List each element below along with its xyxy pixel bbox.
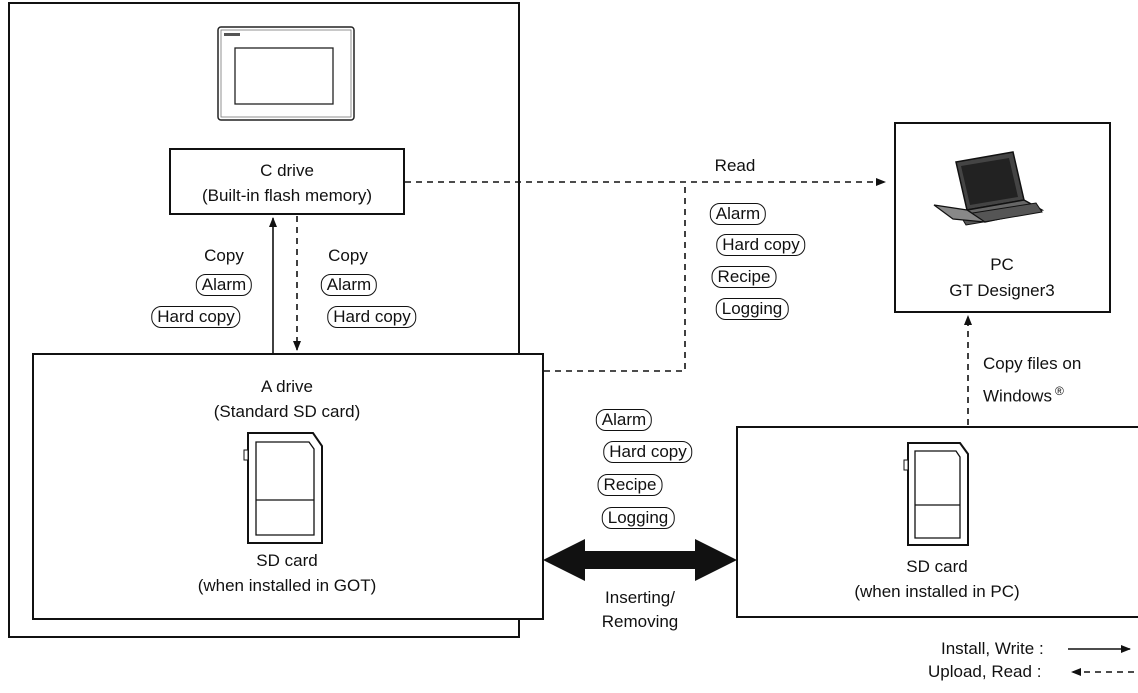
legend-dashed-label: Upload, Read : — [928, 662, 1042, 681]
exchange-tag-alarm: Alarm — [595, 409, 653, 431]
pc-subtitle: GT Designer3 — [949, 281, 1055, 300]
read-tag-alarm: Alarm — [709, 203, 767, 225]
c-drive-title: C drive — [260, 161, 314, 180]
registered-mark: ® — [1054, 384, 1064, 398]
copy-down-tag-hard-copy: Hard copy — [327, 306, 417, 328]
legend-dashed-text: Upload, Read — [928, 662, 1032, 681]
pc-copy-label-line2: Windows® — [983, 381, 1064, 407]
exchange-tag-logging: Logging — [601, 507, 675, 529]
got-device-icon — [217, 26, 355, 121]
pc-copy-label-line1: Copy files on — [983, 354, 1082, 373]
pc-copy-windows: Windows — [983, 386, 1052, 406]
pc-title: PC — [990, 255, 1014, 274]
insert-remove-arrow — [543, 539, 737, 581]
pc-sd-label: SD card — [906, 557, 968, 576]
got-frame — [8, 2, 520, 638]
read-tag-logging: Logging — [715, 298, 789, 320]
insert-remove-label-line1: Inserting/ — [605, 588, 675, 607]
got-sd-card-icon — [243, 432, 323, 544]
c-drive-subtitle: (Built-in flash memory) — [201, 186, 373, 205]
insert-remove-label-line2: Removing — [601, 612, 679, 631]
read-line-from-a-drive — [544, 182, 686, 372]
exchange-tag-hard-copy: Hard copy — [603, 441, 693, 463]
got-sd-label: SD card — [256, 551, 318, 570]
pc-sd-sublabel: (when installed in PC) — [854, 582, 1020, 601]
copy-up-tag-hard-copy: Hard copy — [151, 306, 241, 328]
copy-up-tag-alarm: Alarm — [195, 274, 253, 296]
copy-down-tag-alarm: Alarm — [320, 274, 378, 296]
read-tag-hard-copy: Hard copy — [716, 234, 806, 256]
c-drive-box — [169, 148, 405, 215]
pc-sd-card-icon — [903, 442, 969, 546]
legend-solid-label: Install, Write : — [941, 639, 1044, 658]
read-label: Read — [714, 156, 756, 175]
got-sd-sublabel: (when installed in GOT) — [197, 576, 377, 595]
copy-down-label: Copy — [328, 246, 368, 265]
a-drive-title: A drive — [261, 377, 313, 396]
copy-up-label: Copy — [204, 246, 244, 265]
a-drive-subtitle: (Standard SD card) — [213, 402, 361, 421]
legend-solid-text: Install, Write — [941, 639, 1035, 658]
laptop-icon — [933, 151, 1045, 226]
read-tag-recipe: Recipe — [711, 266, 777, 288]
exchange-tag-recipe: Recipe — [597, 474, 663, 496]
